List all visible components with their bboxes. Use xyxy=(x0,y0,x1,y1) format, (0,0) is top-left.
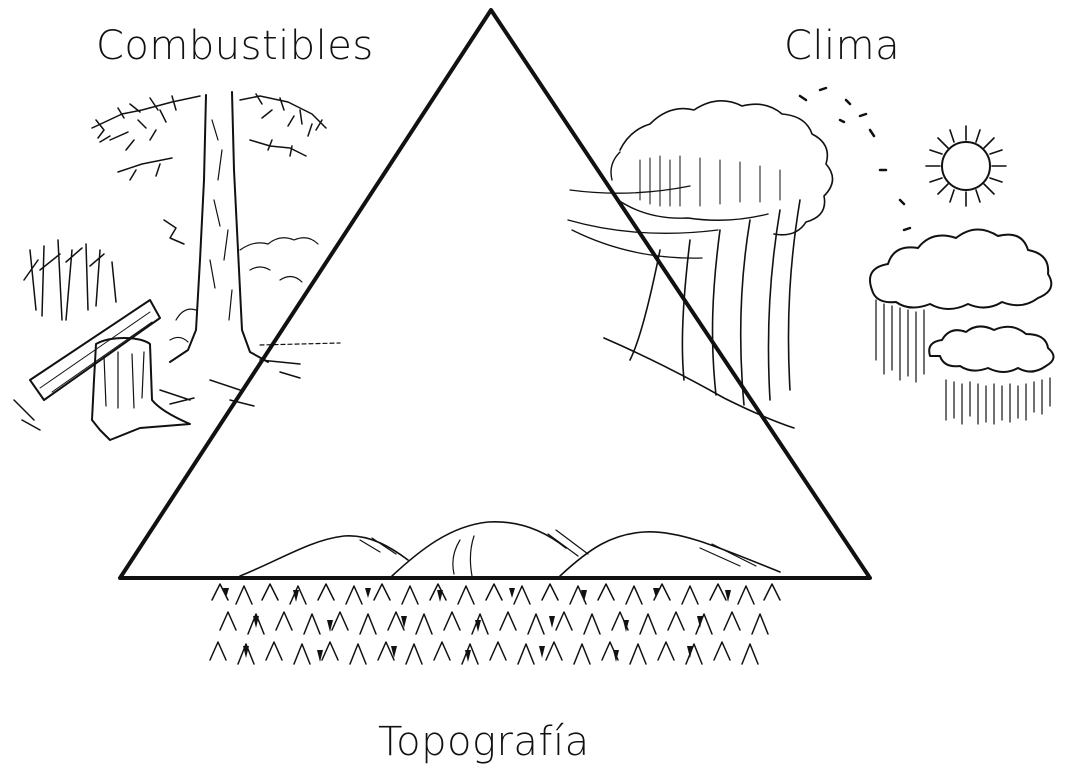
weather-label: Clima xyxy=(784,26,900,66)
fuels-label: Combustibles xyxy=(96,26,374,66)
topography-illustration xyxy=(210,522,780,664)
fuels-illustration xyxy=(14,92,340,440)
weather-illustration xyxy=(568,88,1054,428)
rain-cloud-icon xyxy=(870,229,1051,309)
hills-illustration xyxy=(240,536,408,576)
topography-label: Topografía xyxy=(378,722,590,762)
sun-icon xyxy=(942,142,990,190)
